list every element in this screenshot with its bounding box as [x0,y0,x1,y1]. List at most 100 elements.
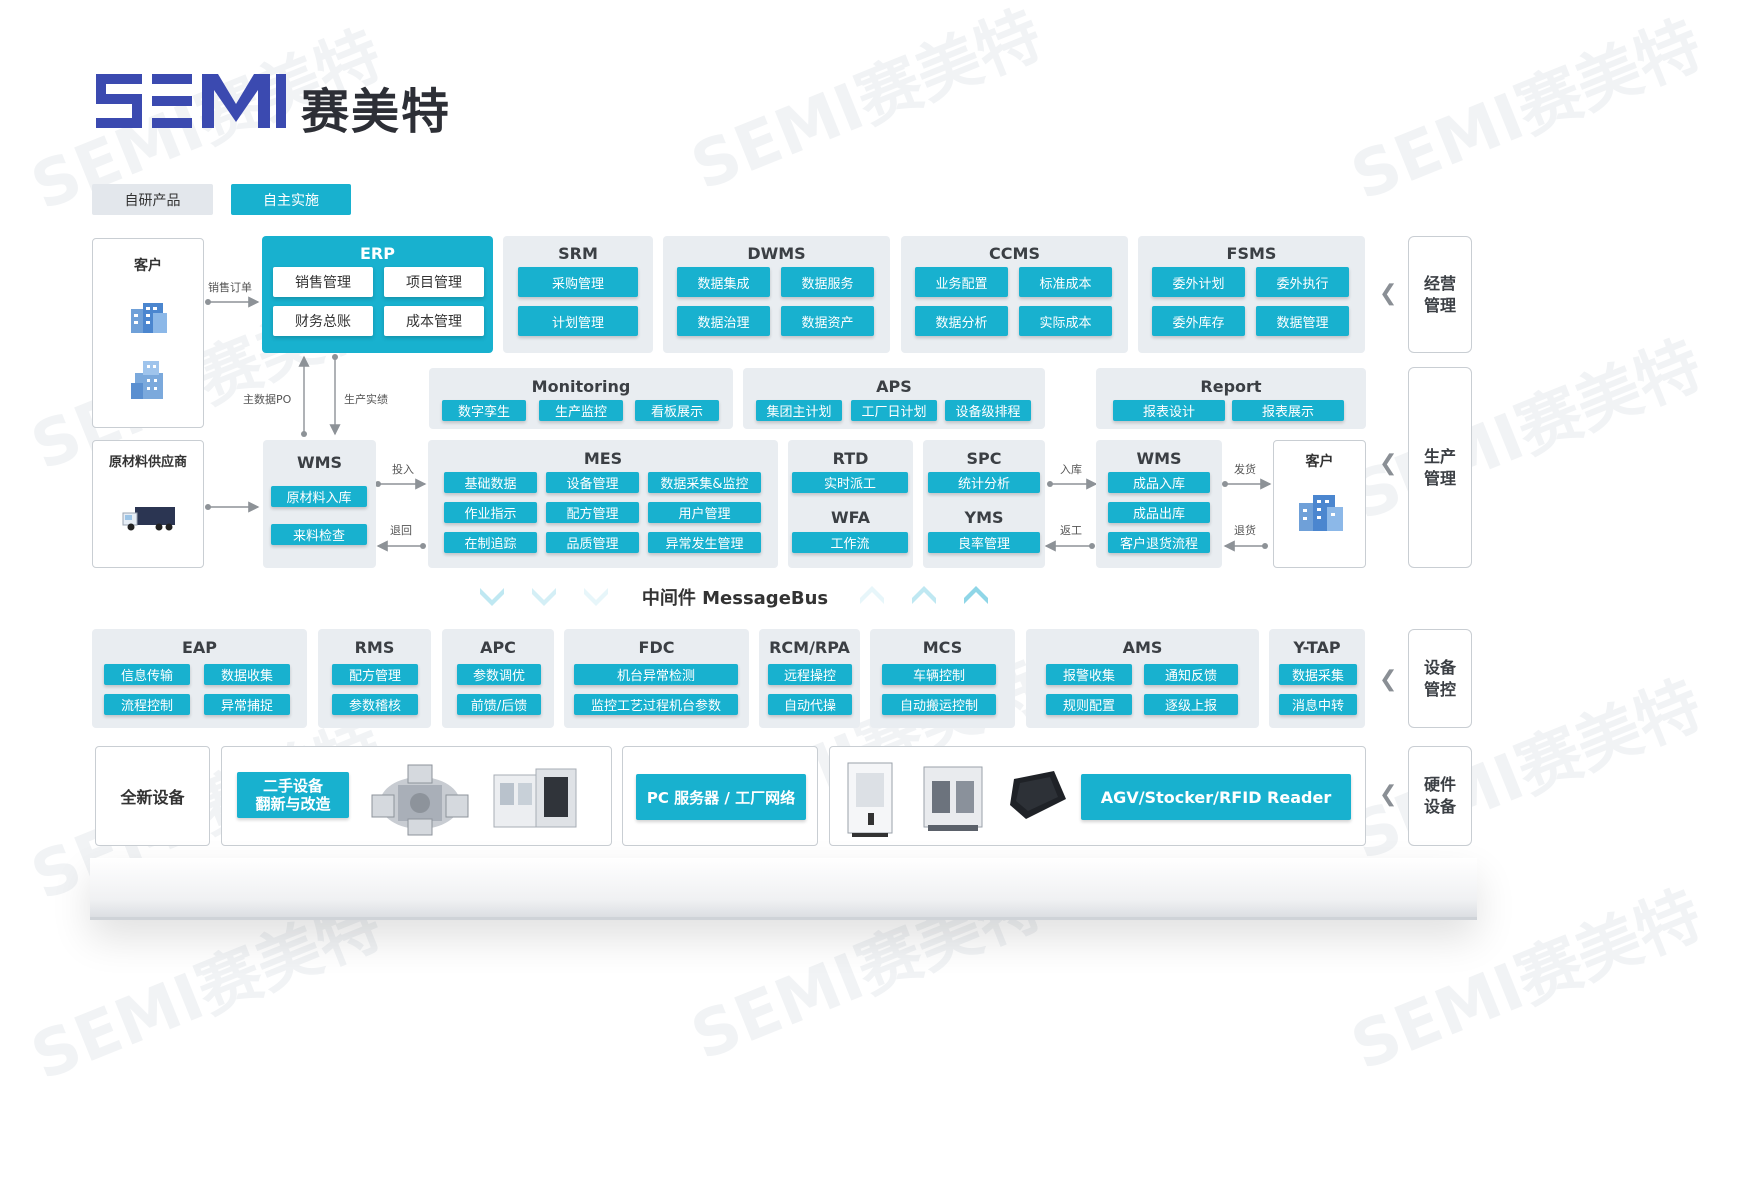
eap-panel: EAP 信息传输 数据收集 流程控制 异常捕捉 [92,629,307,728]
ytap-collect-button[interactable]: 数据采集 [1279,664,1357,685]
new-equipment-box: 全新设备 [95,746,210,846]
mes-user-button[interactable]: 用户管理 [648,502,761,523]
fsms-plan-button[interactable]: 委外计划 [1152,267,1245,297]
side-equipment-control[interactable]: 设备 管控 [1408,629,1472,728]
rcm-remote-button[interactable]: 远程操控 [768,664,852,685]
mes-exception-button[interactable]: 异常发生管理 [648,532,761,553]
apc-tuning-button[interactable]: 参数调优 [457,664,541,685]
yms-yield-button[interactable]: 良率管理 [928,532,1040,553]
report-panel: Report 报表设计 报表展示 [1096,368,1366,429]
monitoring-twin-button[interactable]: 数字孪生 [442,400,526,421]
ccms-panel: CCMS 业务配置 标准成本 数据分析 实际成本 [901,236,1128,353]
rms-recipe-button[interactable]: 配方管理 [332,664,418,685]
agv-box: AGV/Stocker/RFID Reader [829,746,1366,846]
ccms-actual-button[interactable]: 实际成本 [1019,306,1112,336]
dwms-panel: DWMS 数据集成 数据服务 数据治理 数据资产 [663,236,890,353]
ams-rule-button[interactable]: 规则配置 [1046,694,1132,715]
mes-equipment-button[interactable]: 设备管理 [546,472,639,493]
wms-left-panel: WMS 原材料入库 来料检查 [263,440,376,568]
ams-notify-button[interactable]: 通知反馈 [1144,664,1238,685]
pc-server-button[interactable]: PC 服务器 / 工厂网络 [636,774,806,820]
fsms-inventory-button[interactable]: 委外库存 [1152,306,1245,336]
mes-quality-button[interactable]: 品质管理 [546,532,639,553]
dwms-governance-button[interactable]: 数据治理 [677,306,770,336]
legend-self-developed: 自研产品 [92,184,213,215]
side-business-management[interactable]: 经营 管理 [1408,236,1472,353]
mes-recipe-button[interactable]: 配方管理 [546,502,639,523]
fsms-panel: FSMS 委外计划 委外执行 委外库存 数据管理 [1138,236,1365,353]
mes-work-instruction-button[interactable]: 作业指示 [444,502,537,523]
mes-panel: MES 基础数据 设备管理 数据采集&监控 作业指示 配方管理 用户管理 在制追… [428,440,778,568]
ccms-config-button[interactable]: 业务配置 [915,267,1008,297]
fsms-data-button[interactable]: 数据管理 [1256,306,1349,336]
ams-escalate-button[interactable]: 逐级上报 [1144,694,1238,715]
wms-right-fg-in-button[interactable]: 成品入库 [1108,472,1210,493]
ccms-analysis-button[interactable]: 数据分析 [915,306,1008,336]
eap-transfer-button[interactable]: 信息传输 [104,664,190,685]
wms-left-inspection-button[interactable]: 来料检查 [271,524,367,545]
dwms-asset-button[interactable]: 数据资产 [781,306,874,336]
apc-feedback-button[interactable]: 前馈/后馈 [457,694,541,715]
erp-panel: ERP 销售管理 项目管理 财务总账 成本管理 [262,236,493,353]
chevron-left-icon: ❮ [1379,281,1398,306]
monitoring-panel: Monitoring 数字孪生 生产监控 看板展示 [429,368,733,429]
supplier-title: 原材料供应商 [108,455,187,470]
eap-collect-button[interactable]: 数据收集 [204,664,290,685]
ytap-relay-button[interactable]: 消息中转 [1279,694,1357,715]
master-po-label: 主数据PO [243,393,292,406]
aps-group-plan-button[interactable]: 集团主计划 [756,400,842,421]
mes-data-collection-button[interactable]: 数据采集&监控 [648,472,761,493]
aps-daily-plan-button[interactable]: 工厂日计划 [851,400,937,421]
mes-wip-tracking-button[interactable]: 在制追踪 [444,532,537,553]
fdc-title: FDC [638,638,675,657]
dwms-integration-button[interactable]: 数据集成 [677,267,770,297]
middleware-up-chevrons [858,582,998,612]
wms-left-inbound-button[interactable]: 原材料入库 [271,486,367,507]
ams-alarm-button[interactable]: 报警收集 [1046,664,1132,685]
server-cabinet-image [847,762,893,837]
erp-ledger-button[interactable]: 财务总账 [273,306,373,336]
supplier-box: 原材料供应商 [92,440,204,568]
customer-right-title: 客户 [1305,454,1334,470]
erp-sales-button[interactable]: 销售管理 [273,267,373,297]
fsms-exec-button[interactable]: 委外执行 [1256,267,1349,297]
wfa-workflow-button[interactable]: 工作流 [792,532,908,553]
spc-stat-button[interactable]: 统计分析 [928,472,1040,493]
report-display-button[interactable]: 报表展示 [1232,400,1344,421]
erp-project-button[interactable]: 项目管理 [384,267,484,297]
side-hardware[interactable]: 硬件 设备 [1408,746,1472,846]
rtd-title: RTD [832,449,869,468]
fdc-detect-button[interactable]: 机台异常检测 [574,664,738,685]
wms-right-return-flow-button[interactable]: 客户退货流程 [1108,532,1210,553]
side-production-management[interactable]: 生产 管理 [1408,367,1472,568]
refurb-button[interactable]: 二手设备 翻新与改造 [237,772,349,818]
rms-audit-button[interactable]: 参数稽核 [332,694,418,715]
mcs-panel: MCS 车辆控制 自动搬运控制 [870,629,1015,728]
mes-base-data-button[interactable]: 基础数据 [444,472,537,493]
eap-exception-button[interactable]: 异常捕捉 [204,694,290,715]
mcs-transport-button[interactable]: 自动搬运控制 [882,694,996,715]
fdc-monitor-button[interactable]: 监控工艺过程机台参数 [574,694,738,715]
srm-purchase-button[interactable]: 采购管理 [518,267,638,297]
rcm-auto-button[interactable]: 自动代操 [768,694,852,715]
rtd-dispatch-button[interactable]: 实时派工 [792,472,908,493]
srm-plan-button[interactable]: 计划管理 [518,306,638,336]
monitoring-production-button[interactable]: 生产监控 [539,400,623,421]
mcs-vehicle-button[interactable]: 车辆控制 [882,664,996,685]
erp-cost-button[interactable]: 成本管理 [384,306,484,336]
side-business-label: 经营 管理 [1423,273,1456,315]
monitoring-board-button[interactable]: 看板展示 [635,400,719,421]
chevron-up-icon [860,586,988,604]
aps-equipment-schedule-button[interactable]: 设备级排程 [945,400,1031,421]
wms-right-fg-out-button[interactable]: 成品出库 [1108,502,1210,523]
srm-title: SRM [558,244,598,263]
platform-base [90,858,1477,920]
report-design-button[interactable]: 报表设计 [1113,400,1225,421]
ytap-panel: Y-TAP 数据采集 消息中转 [1269,629,1365,728]
agv-stocker-rfid-button[interactable]: AGV/Stocker/RFID Reader [1081,774,1351,820]
middleware-label: 中间件 MessageBus [641,588,829,609]
ccms-standard-button[interactable]: 标准成本 [1019,267,1112,297]
dwms-service-button[interactable]: 数据服务 [781,267,874,297]
eap-flow-button[interactable]: 流程控制 [104,694,190,715]
inbound-label: 入库 [1060,463,1082,476]
